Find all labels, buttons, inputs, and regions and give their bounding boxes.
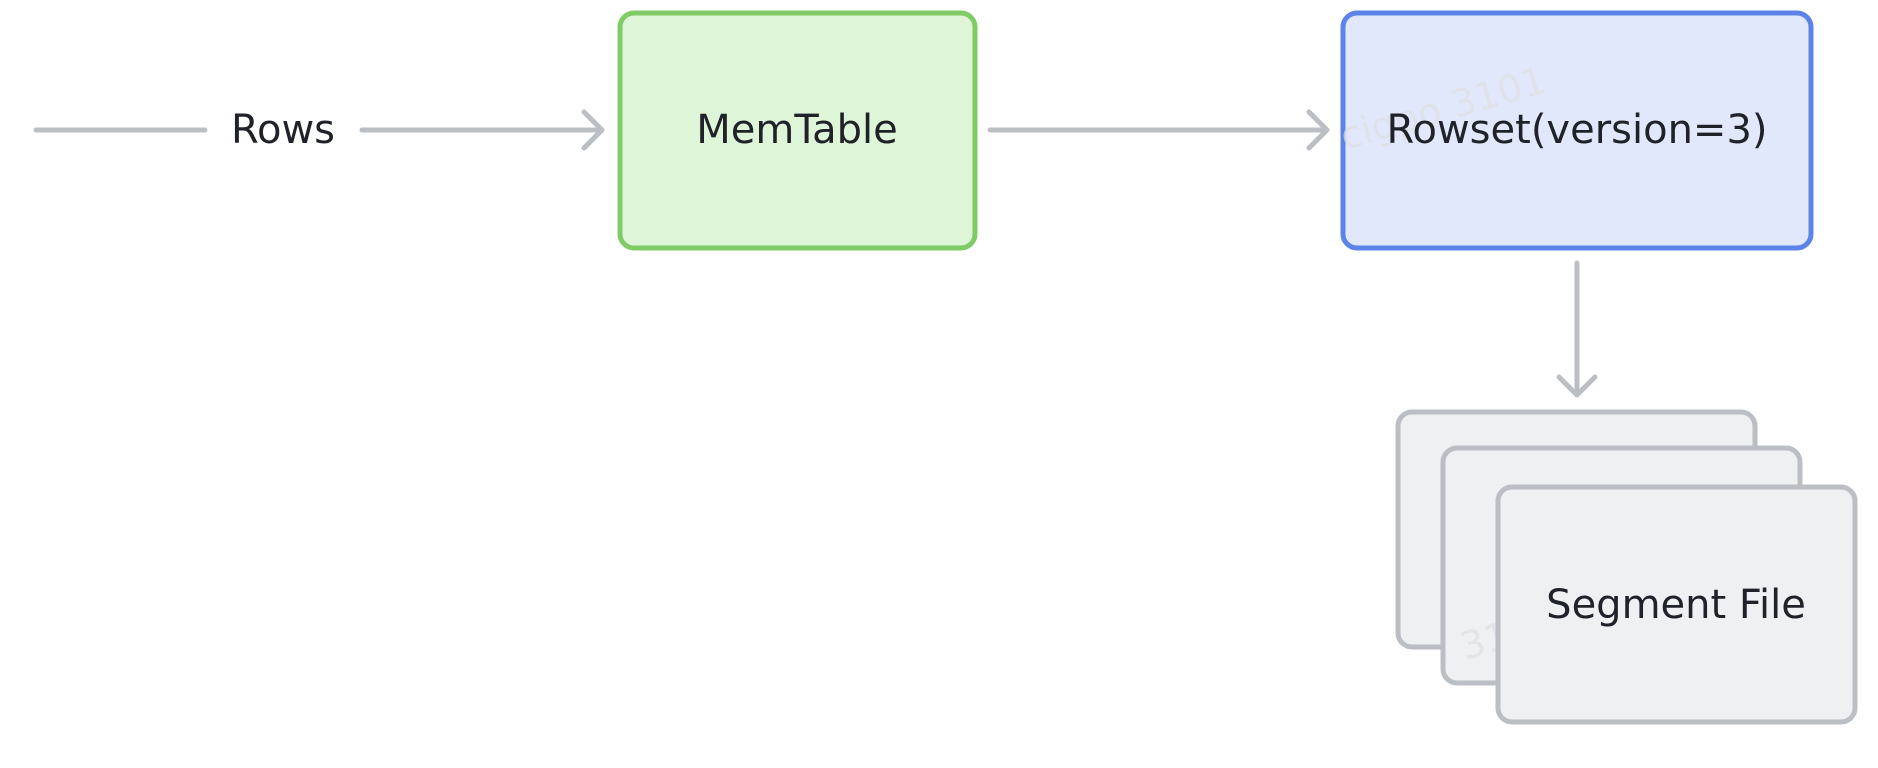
arrowhead-icon xyxy=(581,109,605,151)
node-memtable[interactable]: MemTable xyxy=(617,10,978,251)
memtable-label: MemTable xyxy=(696,107,898,153)
node-rowset[interactable]: cigpo 3101 Rowset(version=3) xyxy=(1335,10,1814,251)
edge-rows-to-memtable: Rows xyxy=(33,107,605,153)
segment-file-label: Segment File xyxy=(1546,582,1806,628)
arrowhead-icon xyxy=(1306,109,1330,151)
memtable-box xyxy=(617,10,978,251)
edge-label-rows: Rows xyxy=(231,107,335,153)
rowset-label: Rowset(version=3) xyxy=(1387,107,1768,153)
edge-rowset-to-segment xyxy=(1556,260,1598,398)
rowset-box xyxy=(1340,10,1814,251)
segment-file-sheet-front xyxy=(1495,484,1858,725)
arrowhead-icon xyxy=(1556,374,1598,398)
edge-memtable-to-rowset xyxy=(987,109,1330,151)
node-segment-file-stack[interactable]: 3101 Segment File xyxy=(1395,409,1858,725)
